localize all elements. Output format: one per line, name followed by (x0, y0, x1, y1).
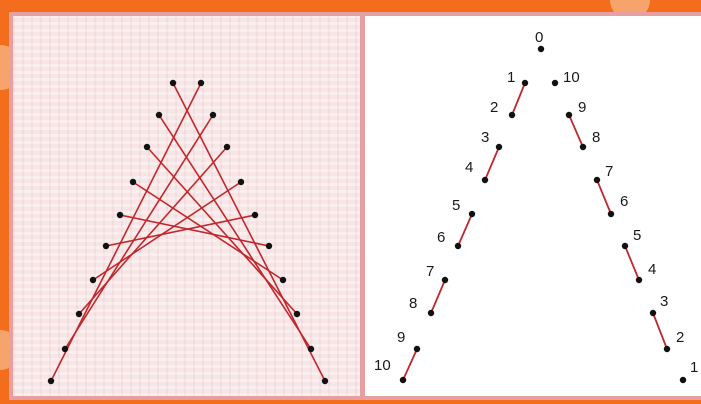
label-right-10: 10 (563, 69, 580, 86)
stitch-line (158, 114, 312, 350)
point-dot (495, 143, 503, 151)
label-right-9: 9 (578, 99, 586, 116)
stitch-line (119, 214, 270, 247)
stitch-line (146, 146, 298, 315)
point-dot (607, 210, 615, 218)
point-dot (155, 111, 163, 119)
point-dot (621, 242, 629, 250)
label-left-7: 7 (426, 263, 434, 280)
point-dot (537, 45, 545, 53)
label-left-1: 1 (507, 69, 515, 86)
label-left-9: 9 (397, 329, 405, 346)
segment-line (457, 213, 473, 247)
point-dot (663, 345, 671, 353)
segment-line (568, 114, 584, 148)
stitch-line (132, 181, 284, 281)
point-dot (293, 310, 301, 318)
point-dot (197, 79, 205, 87)
label-right-7: 7 (605, 163, 613, 180)
label-right-6: 6 (620, 193, 628, 210)
point-dot (399, 376, 407, 384)
point-dot (143, 143, 151, 151)
label-right-4: 4 (648, 261, 656, 278)
segment-line (511, 82, 526, 116)
point-dot (635, 276, 643, 284)
point-dot (61, 345, 69, 353)
point-dot (565, 111, 573, 119)
stitch-line (64, 114, 214, 350)
curve-stitching-drawing (47, 79, 329, 385)
point-dot (468, 210, 476, 218)
label-right-3: 3 (660, 293, 668, 310)
label-left-5: 5 (452, 197, 460, 214)
point-dot (223, 143, 231, 151)
segment-line (430, 279, 446, 314)
point-dot (521, 79, 529, 87)
label-left-4: 4 (465, 159, 473, 176)
point-dot (102, 242, 110, 250)
label-right-8: 8 (592, 129, 600, 146)
point-dot (129, 178, 137, 186)
point-dot (679, 376, 687, 384)
point-dot (649, 309, 657, 317)
label-right-2: 2 (676, 329, 684, 346)
point-dot (593, 176, 601, 184)
numbered-points-panel: 0 1 2 3 4 5 6 7 8 9 10 10 9 8 7 6 5 4 3 … (361, 12, 701, 400)
point-dot (579, 143, 587, 151)
point-dot (237, 178, 245, 186)
point-dot (307, 345, 315, 353)
point-dot (169, 79, 177, 87)
point-dot (454, 242, 462, 250)
label-left-2: 2 (490, 99, 498, 116)
segment-line (484, 146, 500, 181)
stitch-line (78, 146, 228, 315)
numbered-points-drawing: 0 1 2 3 4 5 6 7 8 9 10 10 9 8 7 6 5 4 3 … (374, 29, 698, 384)
point-dot (551, 79, 559, 87)
point-dot (321, 377, 329, 385)
point-dot (413, 345, 421, 353)
point-dot (481, 176, 489, 184)
label-left-3: 3 (481, 129, 489, 146)
stitch-line (105, 214, 256, 247)
point-dot (251, 211, 259, 219)
point-dot (265, 242, 273, 250)
point-dot (75, 310, 83, 318)
label-left-8: 8 (409, 295, 417, 312)
segment-line (652, 312, 668, 350)
point-dot (116, 211, 124, 219)
point-dot (441, 276, 449, 284)
segment-line (624, 245, 640, 281)
point-dot (47, 377, 55, 385)
point-dot (209, 111, 217, 119)
point-dot (427, 309, 435, 317)
stitch-line (92, 181, 242, 281)
label-left-10: 10 (374, 357, 391, 374)
point-dot (279, 276, 287, 284)
label-left-6: 6 (437, 229, 445, 246)
stitch-line (50, 82, 202, 382)
segment-line (596, 179, 612, 215)
point-dot (508, 111, 516, 119)
label-right-1: 1 (690, 359, 698, 376)
label-top: 0 (535, 29, 543, 46)
point-dot (89, 276, 97, 284)
label-right-5: 5 (633, 227, 641, 244)
curve-stitching-panel (9, 12, 364, 400)
segment-line (402, 348, 418, 381)
